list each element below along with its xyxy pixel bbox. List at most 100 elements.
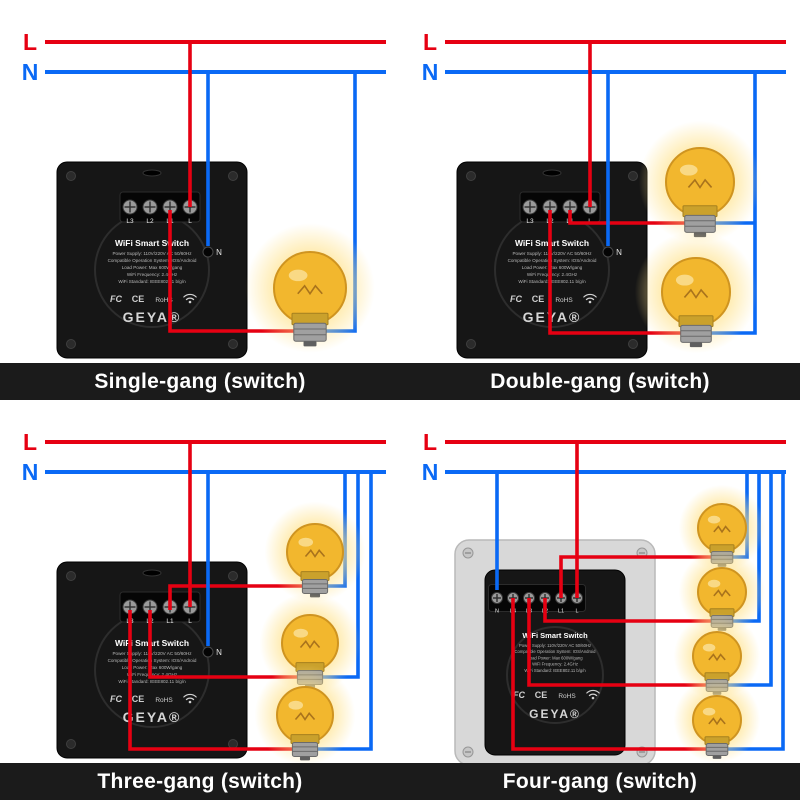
- light-bulb-icon: [673, 676, 761, 764]
- round-housing: [506, 626, 604, 724]
- terminal-label: L2: [146, 218, 154, 225]
- mount-hole: [228, 739, 238, 749]
- fcc-mark: FC: [510, 294, 522, 304]
- wire: [168, 210, 294, 333]
- terminal-label: L: [575, 609, 578, 615]
- device-spec-line: Compatible Operation System: IOS/Android: [515, 649, 597, 654]
- terminal-block: [119, 191, 201, 223]
- device-spec-line: Power Supply: 110V/220V AC 50/60Hz: [112, 651, 192, 656]
- light-bulb-icon: [245, 223, 375, 353]
- terminal-label: L3: [126, 218, 134, 225]
- wire: [148, 610, 297, 679]
- mount-hole: [66, 571, 76, 581]
- bulb-base: [684, 214, 716, 233]
- neutral-label: N: [22, 59, 39, 85]
- bulb-base: [301, 578, 329, 594]
- device-name: WiFi Smart Switch: [515, 238, 589, 248]
- neutral-label: N: [422, 59, 439, 85]
- rohs-mark: RoHS: [155, 297, 173, 304]
- bulb-filament: [713, 525, 731, 534]
- wifi-icon: [586, 689, 600, 700]
- neutral-terminal-hole: [202, 246, 214, 258]
- device-spec-line: WiFi Standard: IEEE802.11 b/g/n: [118, 279, 186, 284]
- panel-title: Three-gang (switch): [97, 769, 303, 793]
- ce-mark: CE: [132, 694, 145, 704]
- panel-title-bar: Three-gang (switch): [0, 763, 400, 800]
- device-spec-line: WiFi Standard: IEEE802.11 b/g/n: [118, 679, 186, 684]
- light-bulb-icon: [634, 230, 758, 354]
- mount-hole: [66, 339, 76, 349]
- device-name: WiFi Smart Switch: [115, 238, 189, 248]
- live-label: L: [423, 29, 437, 55]
- light-bulb-icon: [678, 548, 766, 636]
- mount-hole: [628, 171, 638, 181]
- rohs-mark: RoHS: [555, 297, 573, 304]
- mount-hole: [66, 739, 76, 749]
- mount-slot: [542, 169, 562, 177]
- live-label: L: [423, 429, 437, 455]
- device-spec-line: WiFi Standard: IEEE802.11 b/g/n: [518, 279, 586, 284]
- brand-logo: GEYA®: [123, 709, 182, 725]
- bulb-filament: [299, 640, 321, 649]
- bulb-filament: [687, 178, 713, 189]
- live-label: L: [23, 429, 37, 455]
- panel-title: Single-gang (switch): [94, 369, 306, 393]
- device-spec-line: WiFi Frequency: 2.4GHz: [527, 272, 578, 277]
- neutral-hole-label: N: [616, 248, 622, 257]
- brand-logo: GEYA®: [123, 309, 182, 325]
- panel-title-bar: Double-gang (switch): [400, 363, 800, 400]
- mount-hole: [228, 171, 238, 181]
- brand-logo: GEYA®: [523, 309, 582, 325]
- live-label: L: [23, 29, 37, 55]
- bulb-base: [705, 743, 729, 757]
- wire: [543, 598, 711, 623]
- neutral-label: N: [22, 459, 39, 485]
- neutral-terminal-hole: [202, 646, 214, 658]
- ce-mark: CE: [532, 294, 545, 304]
- wire: [128, 610, 292, 751]
- bulb-filament: [708, 653, 726, 662]
- panel-title-bar: Four-gang (switch): [400, 763, 800, 800]
- ce-mark: CE: [132, 294, 145, 304]
- device-spec-line: WiFi Frequency: 2.4GHz: [127, 672, 178, 677]
- mount-hole: [466, 339, 476, 349]
- bulb-filament: [294, 712, 316, 721]
- light-bulb-icon: [259, 592, 361, 694]
- device-name: WiFi Smart Switch: [115, 638, 189, 648]
- panel-title-bar: Single-gang (switch): [0, 363, 400, 400]
- device-spec-line: WiFi Standard: IEEE802.11 b/g/n: [524, 668, 586, 673]
- bulb-base: [293, 322, 327, 342]
- device-spec-line: Load Power: Max 600W/gang: [122, 265, 183, 270]
- device-spec-line: Power Supply: 110V/220V AC 50/60Hz: [112, 251, 192, 256]
- terminal-block: [119, 591, 201, 623]
- device-spec-line: Load Power: Max 600W/gang: [122, 665, 183, 670]
- neutral-terminal-hole: [602, 246, 614, 258]
- panel-title: Four-gang (switch): [502, 769, 698, 793]
- rohs-mark: RoHS: [558, 693, 576, 700]
- terminal-label: L1: [166, 618, 174, 625]
- bulb-filament: [708, 717, 726, 726]
- mount-hole: [66, 171, 76, 181]
- light-bulb-icon: [264, 501, 366, 603]
- fcc-mark: FC: [110, 294, 122, 304]
- wire: [568, 210, 685, 225]
- device-name: WiFi Smart Switch: [522, 631, 588, 640]
- wifi-icon: [183, 293, 197, 304]
- wire: [548, 210, 681, 335]
- fcc-mark: FC: [110, 694, 122, 704]
- terminal-label: N: [495, 609, 499, 615]
- device-spec-line: WiFi Frequency: 2.4GHz: [127, 272, 178, 277]
- ce-mark: CE: [535, 690, 548, 700]
- mount-hole: [628, 339, 638, 349]
